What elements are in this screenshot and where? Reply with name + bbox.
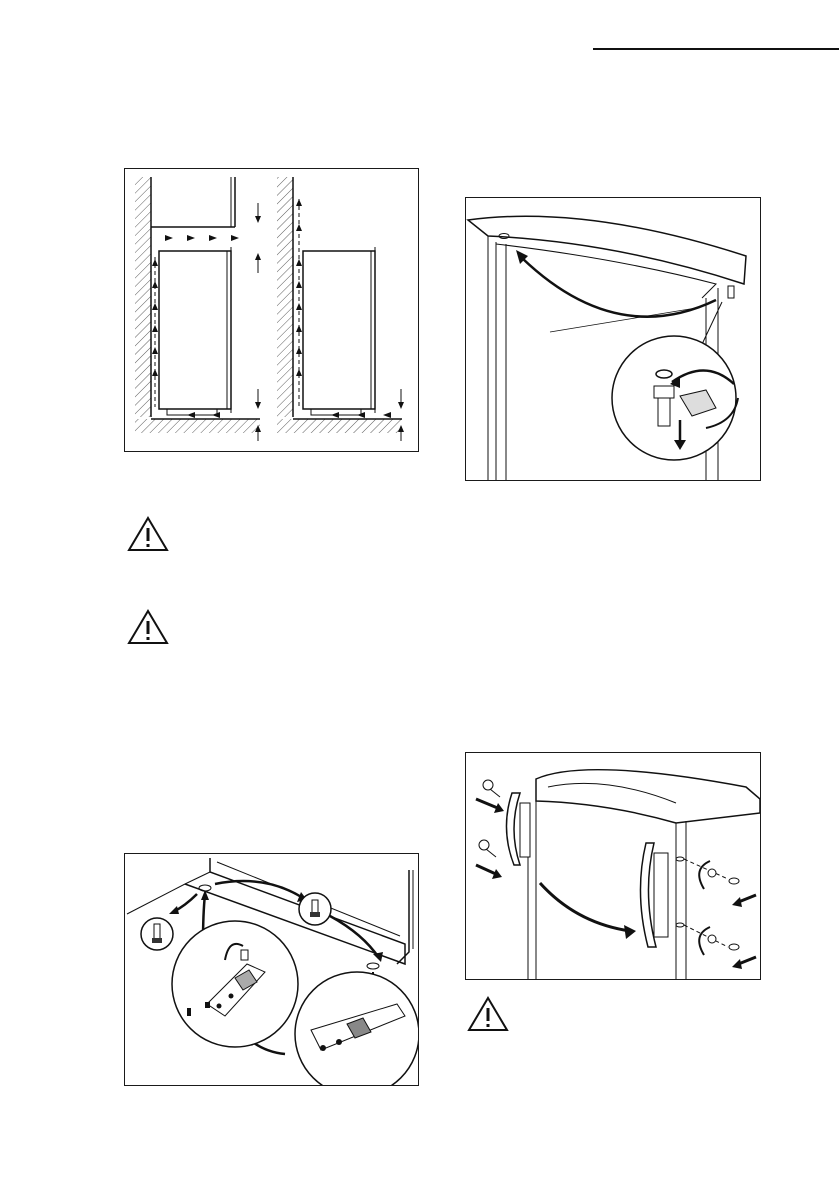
- ventilation-clearance-diagram-icon: [125, 169, 418, 451]
- warning-triangle-icon: [467, 996, 509, 1037]
- door-stop-removal-diagram-icon: [466, 198, 760, 480]
- ventilation-figure: [124, 168, 419, 452]
- header-rule: [593, 48, 839, 50]
- handle-relocation-diagram-icon: [466, 753, 760, 979]
- hinge-transfer-diagram-icon: [125, 854, 418, 1085]
- hinge-figure: [124, 853, 419, 1086]
- warning-triangle-icon: [127, 516, 169, 557]
- warning-triangle-icon: [127, 609, 169, 650]
- door-stop-figure: [465, 197, 761, 481]
- handle-figure: [465, 752, 761, 980]
